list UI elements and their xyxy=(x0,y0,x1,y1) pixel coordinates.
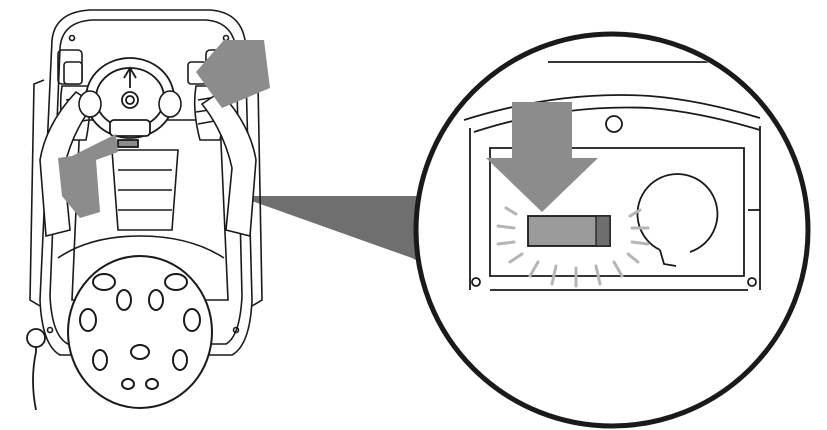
helmet xyxy=(68,256,212,408)
battery-indicator-end xyxy=(596,216,610,246)
rear-knob xyxy=(27,329,45,347)
battery-indicator-small xyxy=(118,140,138,147)
magnifier-callout xyxy=(416,34,808,426)
brake-pedal xyxy=(64,62,82,84)
